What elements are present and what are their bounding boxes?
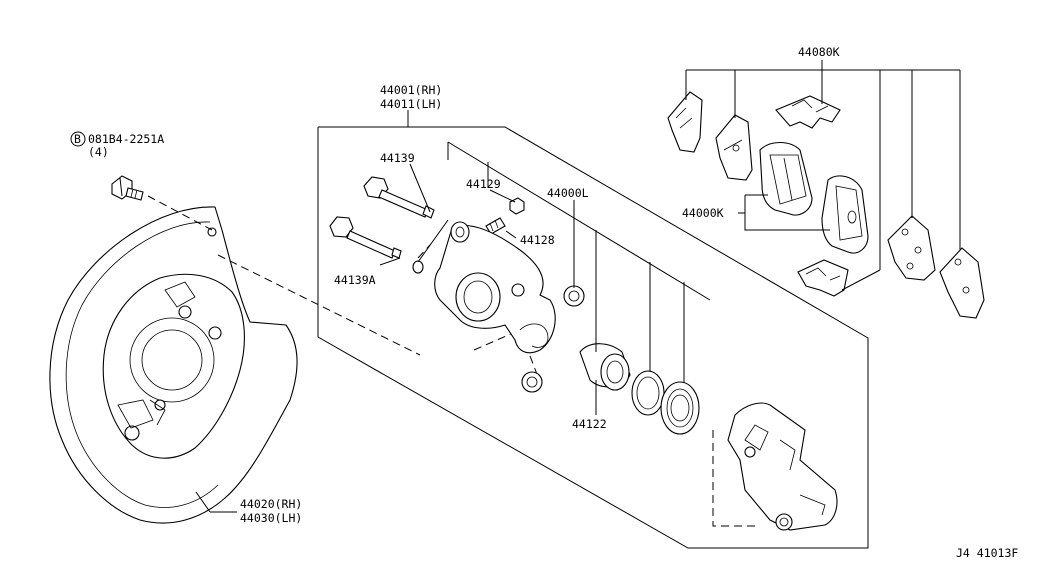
label-pin-bolt-lower: 44139A (334, 273, 376, 287)
pin-boot[interactable] (412, 260, 424, 274)
bleeder-screw[interactable] (485, 217, 506, 235)
bleeder-cap[interactable] (509, 197, 525, 215)
backing-plate[interactable] (49, 206, 298, 524)
label-caliper-lh: 44011(LH) (380, 97, 442, 111)
pin-bolt-lower[interactable] (329, 216, 402, 259)
label-hardware-kit: 44080K (798, 45, 840, 59)
torque-member[interactable] (727, 402, 838, 531)
pin-bolt-upper[interactable] (363, 176, 435, 219)
leader-lines (195, 162, 685, 513)
label-pin-bolt-upper: 44139 (380, 151, 415, 165)
brake-pad-inner[interactable] (759, 141, 813, 216)
caliper-body[interactable] (434, 221, 556, 354)
piston-seal[interactable] (631, 370, 665, 416)
label-caliper-rh: 44001(RH) (380, 83, 442, 97)
label-backing-plate-lh: 44030(LH) (240, 511, 302, 525)
bolt-circle-marker: B (70, 131, 86, 147)
mounting-bolt[interactable] (111, 175, 144, 201)
label-bolt-circle: B (74, 132, 81, 146)
label-seal-kit: 44000L (547, 186, 589, 200)
shim-right-2[interactable] (939, 247, 985, 319)
guide-bushing-upper[interactable] (563, 285, 585, 307)
piston[interactable] (579, 343, 631, 391)
caliper-assembly-frame (317, 110, 869, 549)
label-bolt-part: 081B4-2251A (88, 132, 164, 146)
pad-clip-lower[interactable] (797, 259, 849, 297)
brake-pad-outer[interactable] (821, 175, 869, 254)
label-bolt-qty: (4) (88, 145, 109, 159)
label-pad-kit: 44000K (682, 206, 724, 220)
shim-left-2[interactable] (715, 114, 753, 181)
label-backing-plate-rh: 44020(RH) (240, 497, 302, 511)
shim-left-1[interactable] (667, 91, 703, 153)
label-bleeder-cap: 44129 (466, 177, 501, 191)
pad-kit-leaders (738, 194, 830, 231)
label-bleeder-screw: 44128 (520, 233, 555, 247)
pad-clip-upper[interactable] (775, 95, 841, 129)
diagram-code: J4 41013F (956, 546, 1018, 560)
guide-bushing-lower[interactable] (521, 371, 543, 393)
shim-right-1[interactable] (887, 215, 936, 281)
dust-boot[interactable] (660, 381, 700, 435)
hardware-kit-leaders (685, 60, 961, 291)
label-piston: 44122 (572, 417, 607, 431)
